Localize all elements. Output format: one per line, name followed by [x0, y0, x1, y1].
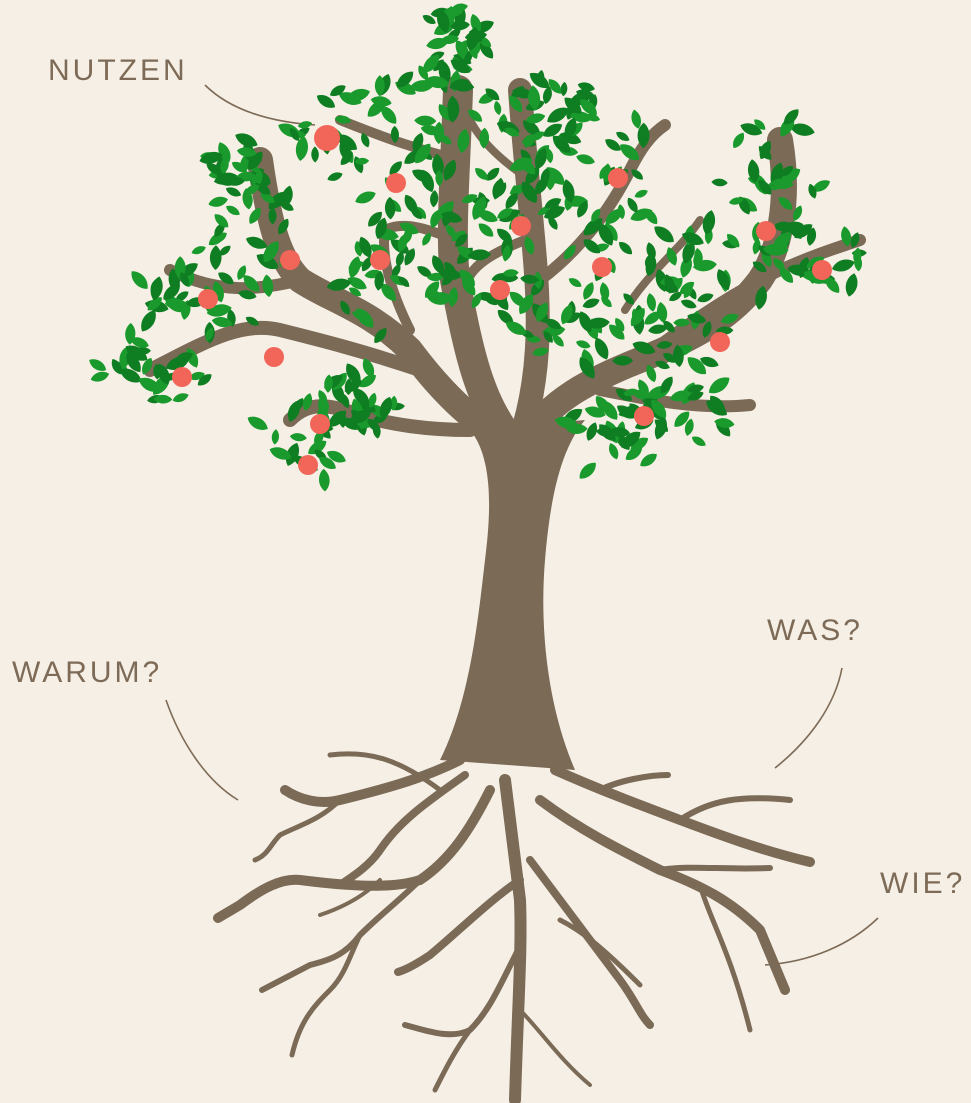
leaf-icon: [224, 185, 243, 199]
leaf-icon: [289, 432, 307, 442]
leaf-icon: [271, 429, 280, 445]
apple-icon: [370, 250, 390, 270]
leaf-icon: [598, 281, 610, 301]
leaf-icon: [318, 469, 330, 492]
leaf-icon: [190, 244, 207, 256]
apple-icon: [592, 257, 612, 277]
leaf-icon: [224, 203, 242, 218]
leaf-icon: [261, 274, 274, 298]
leaf-icon: [89, 369, 110, 384]
leaf-icon: [705, 373, 732, 397]
leaf-icon: [414, 115, 436, 126]
pointer-nutzen: [205, 85, 315, 125]
leaf-icon: [171, 391, 190, 404]
leaf-icon: [245, 413, 270, 434]
label-nutzen: NUTZEN: [48, 54, 188, 88]
leaf-icon: [311, 146, 319, 162]
leaf-icon: [679, 297, 698, 310]
leaf-icon: [560, 82, 568, 97]
leaf-icon: [429, 190, 439, 208]
leaf-icon: [690, 434, 708, 449]
apple-icon: [280, 250, 300, 270]
apple-icon: [386, 173, 406, 193]
leaf-icon: [633, 188, 649, 200]
apple-icon: [490, 280, 510, 300]
apple-icon: [314, 125, 340, 151]
label-was: WAS?: [767, 614, 863, 648]
leaf-icon: [385, 197, 396, 220]
leaf-icon: [326, 170, 344, 183]
leaf-icon: [210, 245, 222, 270]
apple-icon: [812, 260, 832, 280]
apple-icon: [511, 216, 531, 236]
leaf-icon: [701, 209, 718, 236]
leaf-icon: [575, 338, 592, 350]
leaf-icon: [830, 257, 856, 275]
apple-icon: [608, 168, 628, 188]
label-warum: WARUM?: [12, 656, 162, 690]
leaf-icon: [575, 152, 596, 166]
pointer-wie: [765, 918, 878, 965]
apple-icon: [710, 332, 730, 352]
leaf-icon: [567, 276, 584, 290]
leaf-icon: [638, 450, 660, 469]
leaf-icon: [352, 155, 366, 175]
leaf-icon: [711, 178, 728, 187]
leaf-icon: [128, 268, 152, 293]
leaf-icon: [591, 335, 612, 362]
apple-icon: [298, 455, 318, 475]
leaf-icon: [616, 239, 634, 257]
leaf-icon: [576, 459, 599, 482]
apple-icon: [264, 347, 284, 367]
apple-icon: [634, 406, 654, 426]
leaf-icon: [493, 100, 503, 116]
pointer-was: [775, 668, 842, 768]
leaf-icon: [353, 188, 378, 206]
roots: [218, 754, 810, 1100]
leaf-icon: [580, 280, 596, 301]
leaf-icon: [207, 195, 229, 209]
trunk: [150, 90, 860, 770]
leaf-icon: [87, 356, 109, 374]
apple-icon: [756, 221, 776, 241]
leaf-icon: [843, 272, 859, 298]
leaf-icon: [655, 301, 668, 324]
leaf-icon: [730, 130, 747, 150]
pointer-warum: [166, 700, 238, 800]
apple-icon: [310, 414, 330, 434]
leaf-icon: [476, 220, 497, 240]
leaf-icon: [714, 417, 736, 430]
leaf-icon: [607, 442, 621, 461]
leaf-icon: [651, 222, 678, 246]
leaf-icon: [614, 129, 631, 143]
apple-icon: [172, 367, 192, 387]
label-wie: WIE?: [880, 867, 965, 901]
leaf-icon: [645, 292, 657, 312]
apple-icon: [198, 289, 218, 309]
